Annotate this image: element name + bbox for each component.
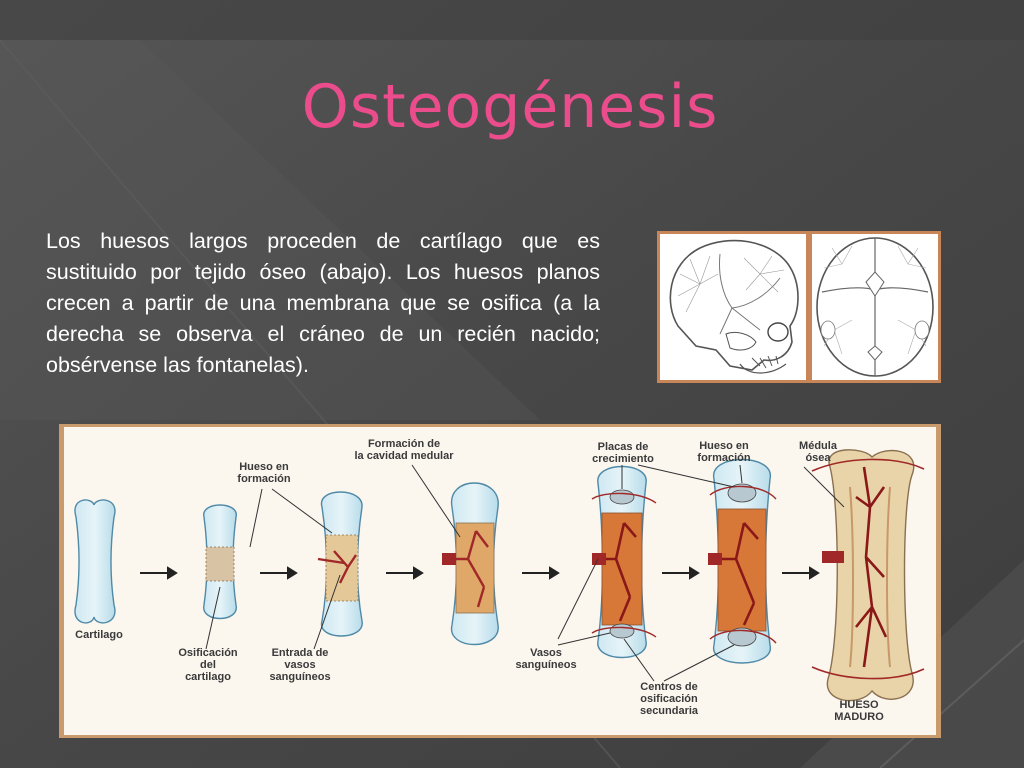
newborn-skull-illustration xyxy=(657,231,941,383)
label-hueso-maduro: HUESO MADURO xyxy=(834,699,884,723)
label-formacion-cavidad: Formación de la cavidad medular xyxy=(354,438,454,462)
body-paragraph: Los huesos largos proceden de cartílago … xyxy=(46,229,600,377)
slide-title: Osteogénesis xyxy=(301,72,719,142)
label-medula-osea: Médula ósea xyxy=(799,440,837,464)
label-hueso-formacion-2: Hueso en formación xyxy=(697,440,751,464)
label-centros-osificacion: Centros de osificación secundaria xyxy=(639,681,699,717)
bone-ossification-diagram: Hueso en formación Formación de la cavid… xyxy=(59,424,941,738)
label-cartilago: Cartilago xyxy=(75,629,123,641)
label-placas-crecimiento: Placas de crecimiento xyxy=(592,441,654,465)
diagram-canvas: Hueso en formación Formación de la cavid… xyxy=(64,427,936,735)
label-entrada-vasos: Entrada de vasos sanguíneos xyxy=(269,647,331,683)
skull-top-view xyxy=(812,234,938,380)
label-vasos-sanguineos: Vasos sanguíneos xyxy=(515,647,577,671)
label-osificacion-cartilago: Osificación del cartilago xyxy=(178,647,238,683)
label-hueso-formacion-1: Hueso en formación xyxy=(237,461,291,485)
skull-side-view xyxy=(660,234,806,380)
